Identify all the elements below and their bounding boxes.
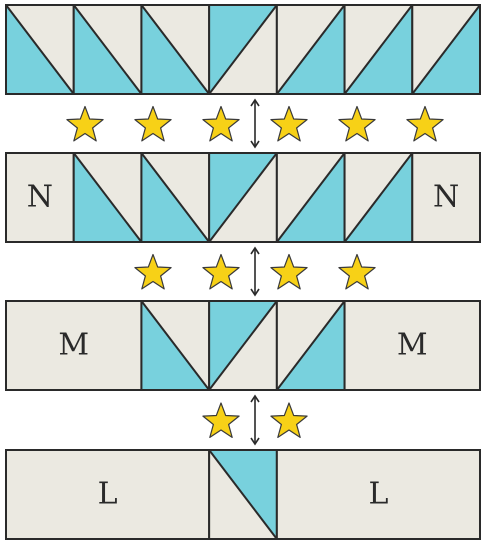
label-block: N — [6, 153, 74, 242]
label-block: M — [6, 301, 141, 390]
star-icon — [203, 403, 239, 437]
hst-block — [209, 5, 277, 94]
row-label: L — [98, 477, 118, 512]
star-icon — [339, 255, 375, 289]
row-label: N — [433, 180, 459, 215]
star-icon — [135, 255, 171, 289]
hst-block — [141, 153, 209, 242]
hst-block — [141, 301, 209, 390]
hst-block — [277, 153, 345, 242]
row-label: L — [368, 477, 388, 512]
star-icon — [271, 255, 307, 289]
double-arrow-icon — [251, 248, 259, 295]
row-label: M — [58, 328, 89, 363]
label-block: M — [345, 301, 480, 390]
star-icon — [271, 107, 307, 141]
label-block: L — [277, 450, 480, 539]
hst-block — [74, 153, 142, 242]
hst-block — [277, 5, 345, 94]
stars-3 — [203, 396, 307, 444]
star-icon — [203, 255, 239, 289]
row-top-strip — [6, 5, 480, 94]
row-label: M — [397, 328, 428, 363]
hst-block — [209, 153, 277, 242]
star-dividers — [67, 100, 443, 444]
hst-block — [209, 450, 277, 539]
star-icon — [203, 107, 239, 141]
label-block: L — [6, 450, 209, 539]
star-icon — [339, 107, 375, 141]
star-icon — [271, 403, 307, 437]
label-block: N — [412, 153, 480, 242]
stars-1 — [67, 100, 443, 147]
hst-block — [345, 5, 413, 94]
double-arrow-icon — [251, 396, 259, 444]
row-label: N — [27, 180, 53, 215]
hst-block — [277, 301, 345, 390]
hst-block — [6, 5, 74, 94]
star-icon — [67, 107, 103, 141]
hst-block — [74, 5, 142, 94]
hst-block — [412, 5, 480, 94]
star-icon — [135, 107, 171, 141]
hst-block — [345, 153, 413, 242]
double-arrow-icon — [251, 100, 259, 147]
star-icon — [407, 107, 443, 141]
hst-block — [141, 5, 209, 94]
stars-2 — [135, 248, 375, 295]
hst-block — [209, 301, 277, 390]
